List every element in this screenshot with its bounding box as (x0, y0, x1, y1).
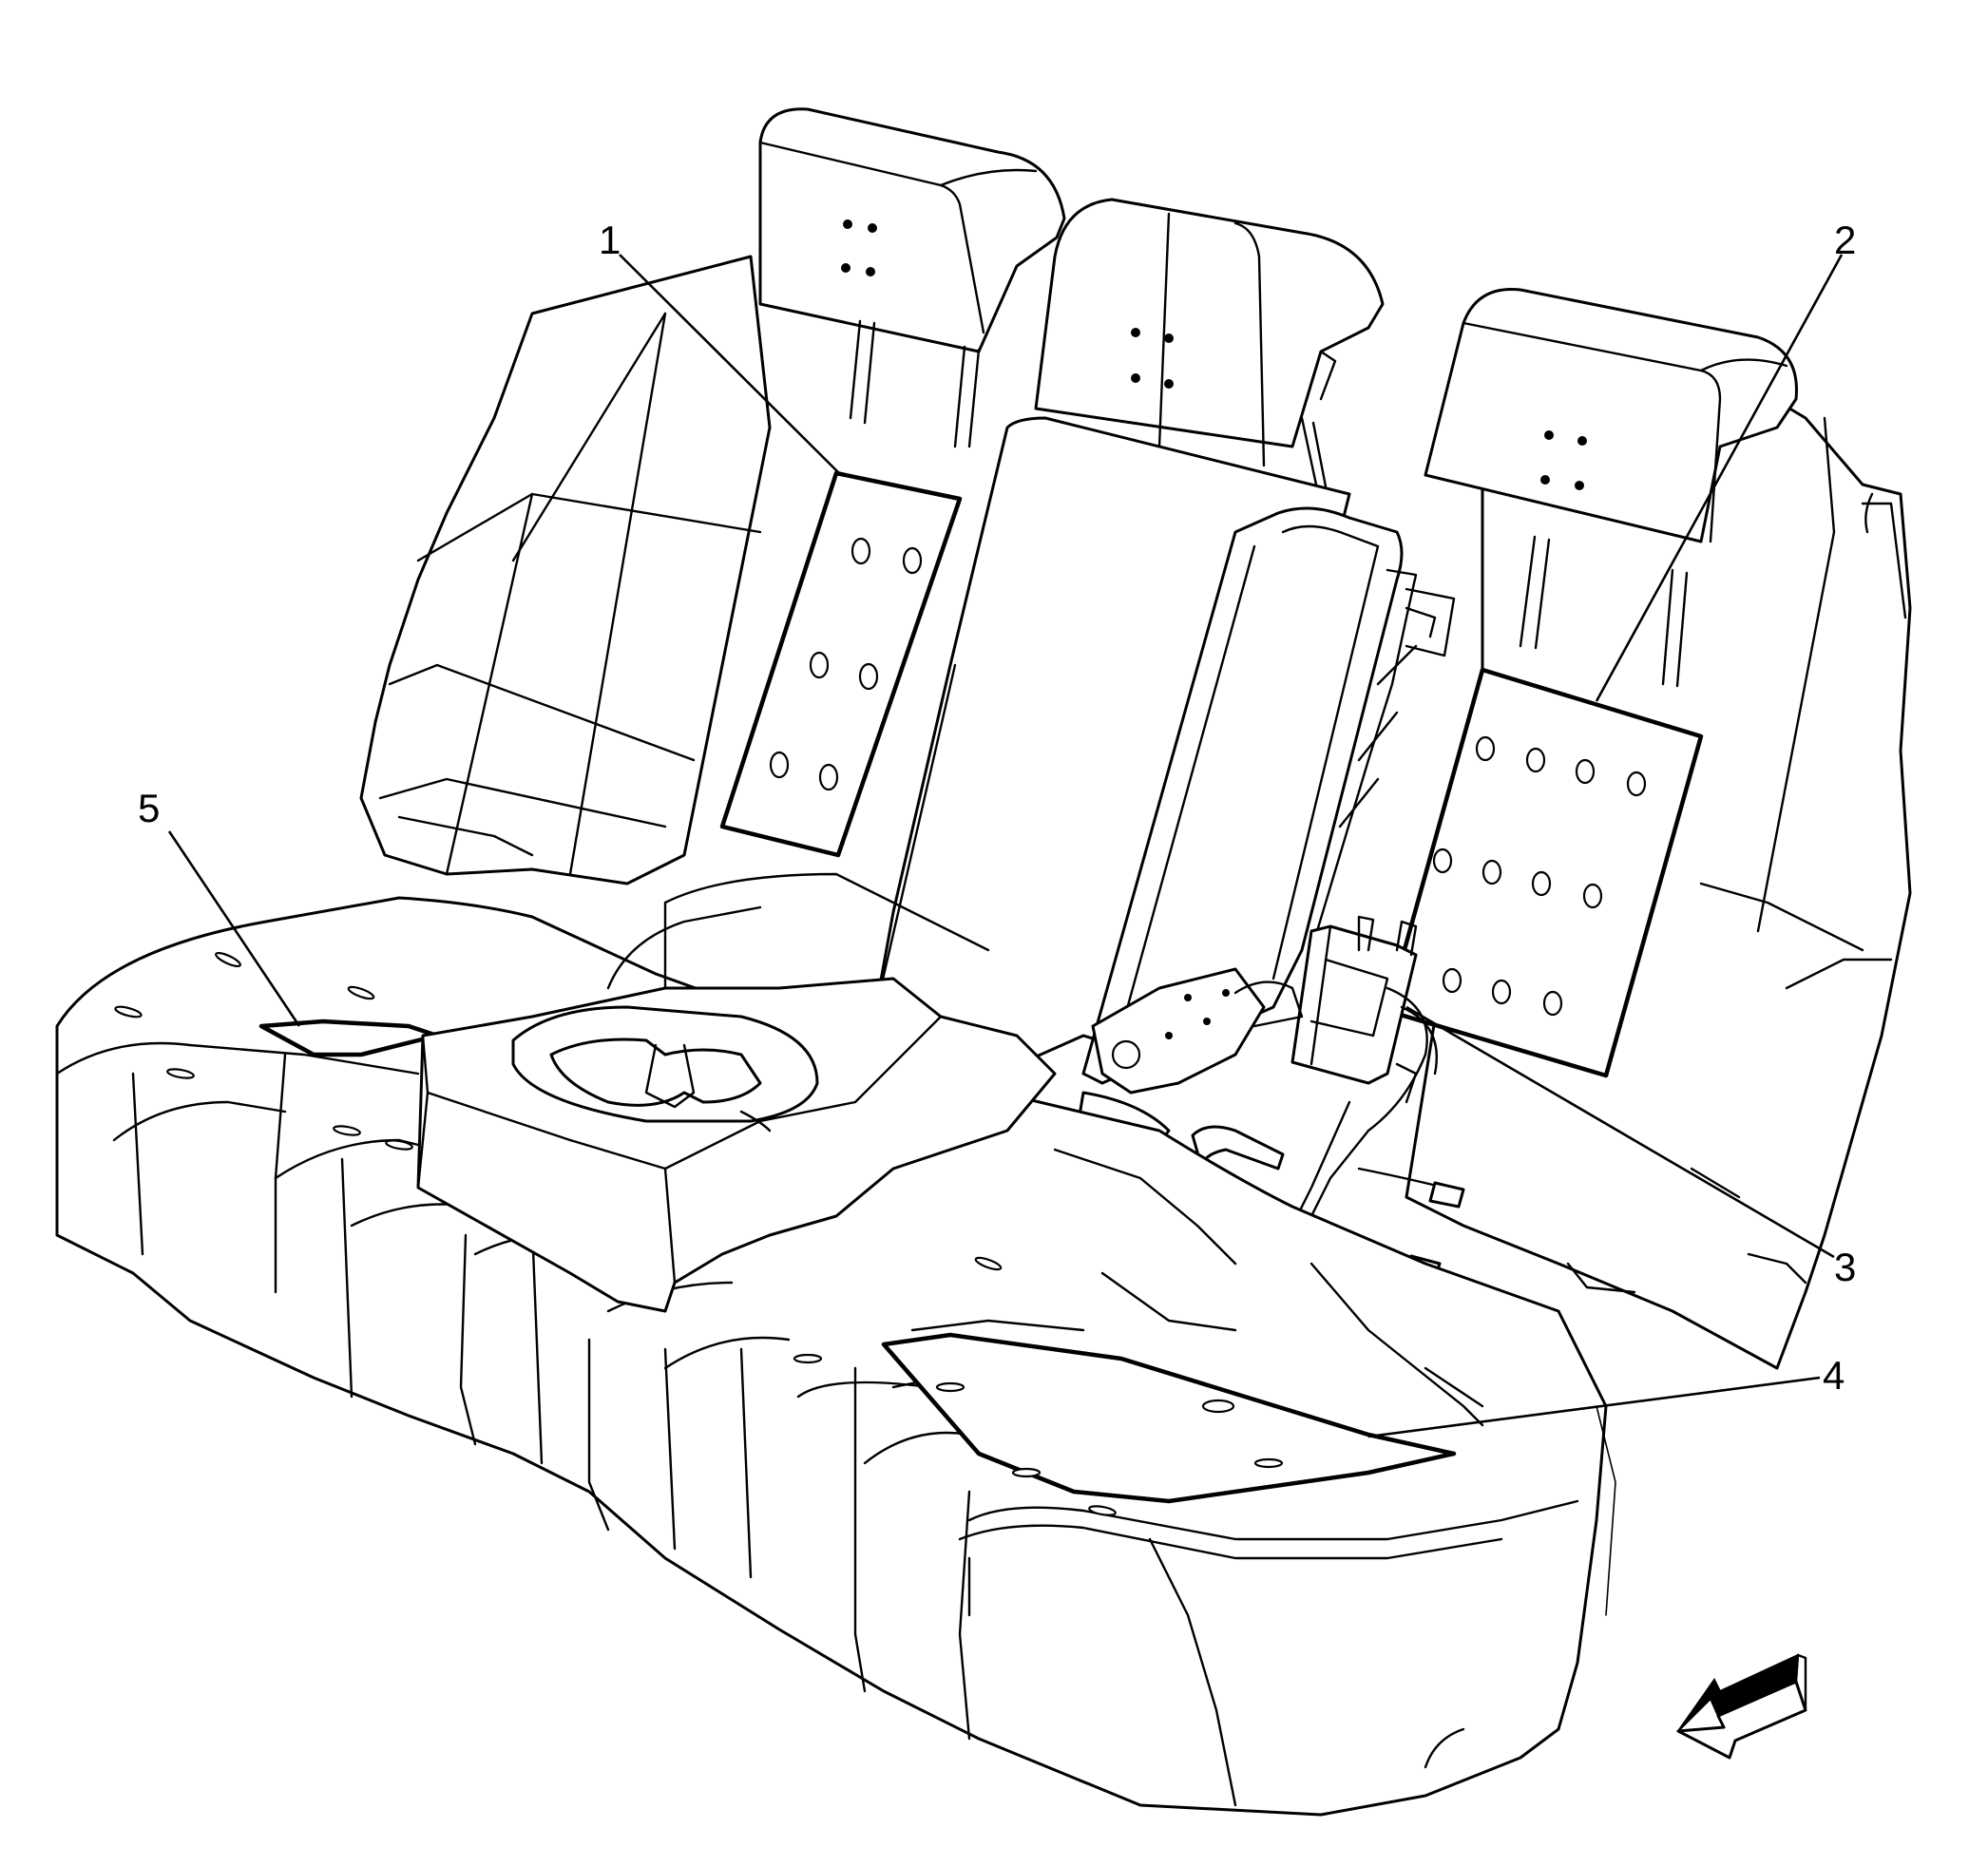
center-cupholder-console (416, 872, 1057, 1313)
center-headrest (1034, 198, 1385, 488)
callout-2: 2 (1834, 218, 1856, 262)
cushion-slot-marks (114, 951, 1284, 1516)
callout-5: 5 (138, 786, 160, 830)
leader-line-5 (167, 830, 301, 1027)
callout-leader-lines (167, 254, 1844, 1438)
callout-labels: 1 2 3 4 5 (138, 218, 1856, 1398)
center-armrest-panel (1081, 506, 1456, 1085)
leader-line-3 (1405, 1005, 1835, 1259)
front-direction-arrow-icon (1676, 1653, 1807, 1760)
callout-1: 1 (599, 218, 621, 262)
leader-line-4 (1367, 1376, 1821, 1438)
leader-line-2 (1595, 254, 1844, 702)
left-headrest (758, 107, 1066, 448)
callout-3: 3 (1834, 1245, 1856, 1289)
left-seatback-heater-pad (719, 470, 963, 858)
left-seatback (359, 255, 772, 885)
leader-line-1 (619, 254, 840, 474)
right-headrest (1424, 287, 1798, 688)
callout-4: 4 (1823, 1353, 1845, 1398)
